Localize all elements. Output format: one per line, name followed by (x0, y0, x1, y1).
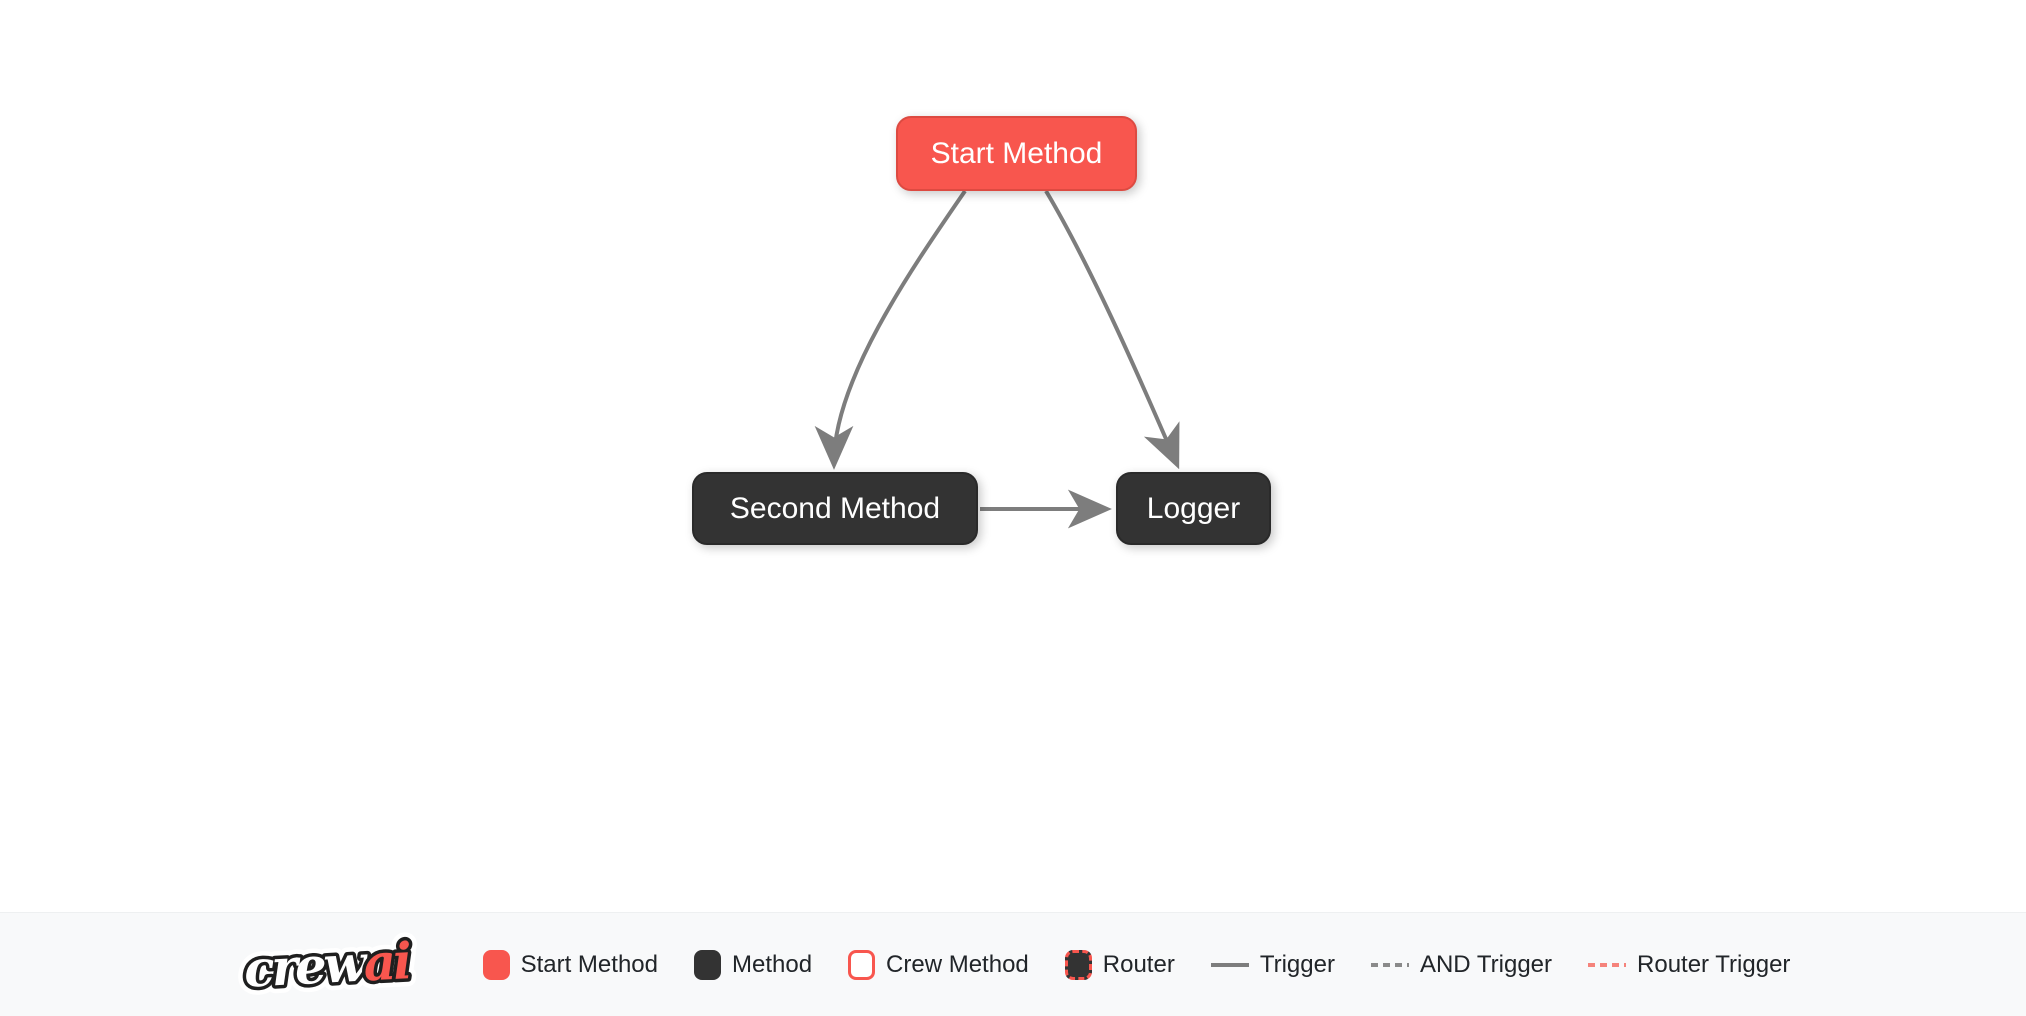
trigger-line-icon (1210, 962, 1249, 967)
node-label: Second Method (729, 491, 941, 525)
legend-label: Trigger (1259, 950, 1335, 978)
legend-label: Router (1102, 950, 1175, 978)
legend-bar: crewai crewai Start Method Method Crew M… (0, 912, 2026, 1016)
node-label: Logger (1146, 491, 1241, 525)
edge-start-to-second (814, 189, 967, 470)
method-swatch-icon (693, 949, 721, 980)
svg-text:crewai: crewai (242, 931, 411, 999)
legend-item-trigger: Trigger (1210, 950, 1335, 979)
node-logger[interactable]: Logger (1116, 472, 1271, 545)
edges-layer (814, 189, 1180, 529)
legend-item-method: Method (693, 949, 813, 980)
legend-label: AND Trigger (1419, 950, 1553, 978)
legend-label: Start Method (520, 950, 658, 978)
legend-item-and-trigger: AND Trigger (1370, 950, 1553, 979)
crew-method-swatch-icon (848, 949, 876, 980)
edge-start-to-logger (1044, 189, 1180, 470)
legend-item-start-method: Start Method (482, 949, 658, 980)
start-method-swatch-icon (482, 949, 510, 980)
crewai-logo: crewai crewai (236, 929, 419, 1001)
router-trigger-line-icon (1588, 962, 1627, 967)
legend-label: Router Trigger (1637, 950, 1791, 978)
node-second-method[interactable]: Second Method (692, 472, 978, 545)
and-trigger-line-icon (1370, 962, 1409, 967)
legend-label: Method (731, 950, 813, 978)
legend-item-crew-method: Crew Method (848, 949, 1029, 980)
legend-item-router-trigger: Router Trigger (1588, 951, 1790, 979)
svg-text:crewai: crewai (242, 931, 411, 999)
router-swatch-icon (1064, 949, 1092, 980)
flow-canvas[interactable]: Start Method Second Method Logger (0, 0, 2026, 912)
legend-item-router: Router (1064, 949, 1175, 980)
node-label: Start Method (930, 136, 1103, 170)
legend-label: Crew Method (886, 950, 1029, 978)
node-start-method[interactable]: Start Method (896, 116, 1137, 191)
